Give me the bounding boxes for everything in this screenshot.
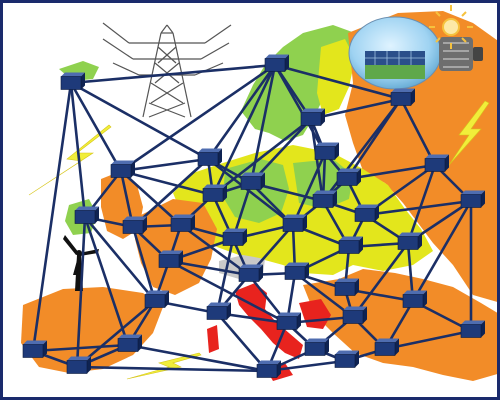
grid-link: [215, 311, 269, 373]
grid-node-box-icon: [74, 206, 99, 224]
grid-link: [363, 199, 473, 217]
grid-link: [411, 199, 473, 303]
land-france: [135, 199, 217, 295]
grid-link: [69, 81, 87, 219]
grid-node-box-icon: [170, 214, 195, 232]
grid-link: [206, 157, 295, 227]
grid-link: [83, 215, 130, 347]
grid-link: [131, 225, 157, 303]
grid-node-box-icon: [300, 108, 325, 126]
grid-node-box-icon: [334, 350, 359, 368]
grid-node-box-icon: [256, 360, 281, 378]
grid-link: [69, 81, 123, 173]
grid-link: [119, 169, 215, 197]
map-land: [21, 11, 497, 381]
grid-node-box-icon: [390, 88, 415, 106]
grid-link: [383, 329, 473, 351]
grid-link: [206, 63, 277, 161]
grid-link: [211, 63, 277, 197]
grid-node-box-icon: [282, 214, 307, 232]
grid-link: [309, 97, 403, 121]
grid-link: [75, 215, 87, 369]
grid-link: [291, 151, 327, 227]
grid-node-box-icon: [397, 232, 422, 250]
grid-node-box-icon: [312, 190, 337, 208]
grid-node-box-icon: [197, 148, 222, 166]
grid-node-box-icon: [22, 340, 47, 358]
grid-link: [69, 63, 277, 85]
europe-power-grid-illustration: [21, 5, 497, 381]
grid-node-box-icon: [110, 160, 135, 178]
grid-node-box-icon: [374, 338, 399, 356]
grid-node-box-icon: [424, 154, 449, 172]
grid-node-box-icon: [238, 264, 263, 282]
grid-node-box-icon: [158, 250, 183, 268]
grid-node-box-icon: [314, 142, 339, 160]
grid-node-box-icon: [334, 278, 359, 296]
grid-link: [211, 117, 313, 197]
grid-nodes: [22, 54, 485, 378]
grid-link: [273, 63, 403, 101]
grid-link: [321, 97, 403, 203]
grid-link: [179, 223, 251, 277]
grid-node-box-icon: [222, 228, 247, 246]
grid-node-box-icon: [202, 184, 227, 202]
grid-link: [75, 299, 157, 369]
grid-link: [69, 81, 210, 161]
grid-link: [119, 157, 210, 173]
grid-node-box-icon: [304, 338, 329, 356]
grid-link: [119, 169, 183, 227]
lightning-bolt-icon: [28, 100, 490, 380]
grid-node-box-icon: [117, 334, 142, 352]
grid-node-box-icon: [402, 290, 427, 308]
grid-link: [351, 241, 410, 319]
grid-link: [83, 215, 157, 303]
solar-bulb-icon: [348, 16, 483, 90]
grid-node-box-icon: [342, 306, 367, 324]
grid-node-box-icon: [122, 216, 147, 234]
grid-link: [31, 343, 130, 353]
grid-link: [31, 81, 73, 353]
grid-link: [309, 117, 325, 203]
land-sardinia: [207, 325, 219, 353]
grid-node-box-icon: [206, 302, 231, 320]
grid-link: [126, 343, 269, 373]
grid-node-box-icon: [60, 72, 85, 90]
grid-link: [167, 259, 289, 325]
grid-node-box-icon: [240, 172, 265, 190]
grid-link: [293, 271, 355, 319]
grid-node-box-icon: [264, 54, 289, 72]
grid-node-box-icon: [336, 168, 361, 186]
grid-link: [273, 63, 327, 155]
grid-link: [215, 237, 235, 315]
grid-node-box-icon: [460, 190, 485, 208]
grid-link: [249, 117, 313, 185]
grid-link: [131, 157, 210, 229]
grid-node-box-icon: [284, 262, 309, 280]
grid-node-box-icon: [460, 320, 485, 338]
grid-node-box-icon: [144, 290, 169, 308]
grid-link: [345, 163, 437, 181]
grid-node-box-icon: [338, 236, 363, 254]
grid-node-box-icon: [66, 356, 91, 374]
sun-icon: [429, 5, 473, 49]
grid-node-box-icon: [276, 312, 301, 330]
grid-node-box-icon: [354, 204, 379, 222]
grid-link: [406, 163, 437, 245]
grid-link: [119, 63, 277, 173]
grid-link: [399, 97, 437, 167]
land-finland: [317, 39, 355, 115]
grid-link: [75, 365, 269, 373]
